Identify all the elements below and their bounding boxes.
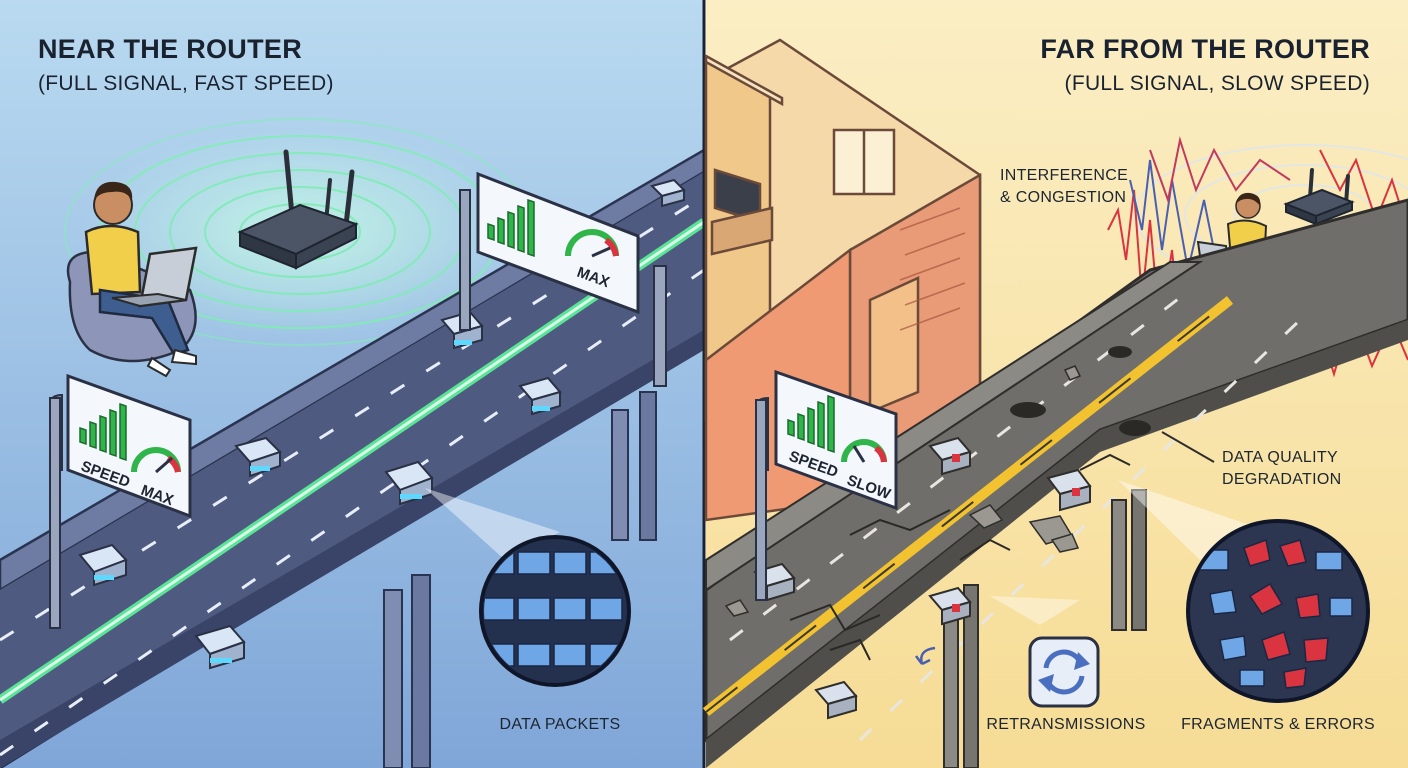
signal-speed-sign-small: SPEED MAX [49,373,192,629]
fragments-magnifier [1186,519,1370,703]
right-subtitle: (FULL SIGNAL, SLOW SPEED) [1065,72,1370,95]
packet-robot [928,436,972,476]
right-highway [702,198,1408,768]
potholes [1010,346,1151,436]
signal-bars-icon [487,198,535,258]
signal-speed-sign-right: SPEED SLOW [755,369,898,601]
person-shirt [84,224,142,296]
laptop-icon [111,246,198,308]
signal-speed-sign-large: MAX [459,171,667,387]
brick-texture [899,207,966,331]
degradation-pointer [1161,431,1215,463]
degradation-label-line1: DATA QUALITY [1222,449,1338,466]
router-icon [1283,168,1355,226]
packet-robot [814,680,858,720]
left-title: NEAR THE ROUTER [38,34,302,64]
road-cracks [789,453,1131,661]
packet-robot [384,460,434,506]
gauge-icon [841,439,887,463]
interference-label-line2: & CONGESTION [1000,189,1126,206]
packet-robot [1046,468,1092,512]
retransmit-icon [1028,636,1100,708]
retry-arrow-icon [915,646,936,666]
user-with-laptop [66,181,198,378]
packet-robot [234,436,282,478]
packet-robot [78,543,128,587]
retrans-beam [990,596,1080,625]
left-panel: SPEED MAX [0,0,707,768]
packet-robot [928,586,972,626]
data-packets-label: DATA PACKETS [500,716,621,733]
left-subtitle: (FULL SIGNAL, FAST SPEED) [38,72,334,95]
signal-bars-icon [787,394,835,454]
right-title: FAR FROM THE ROUTER [1040,34,1370,64]
interference-label-line1: INTERFERENCE [1000,167,1128,184]
gauge-icon [565,229,619,258]
fragments-beam [1118,480,1250,560]
fragments-label: FRAGMENTS & ERRORS [1181,716,1375,733]
packet-robot [650,178,686,208]
data-packet-robots-left [78,178,686,670]
packet-robot [518,376,562,416]
gauge-icon [131,447,181,474]
debris-rocks [724,365,1082,617]
signal-bars-icon [79,402,127,462]
retransmissions-label: RETRANSMISSIONS [986,716,1145,733]
packet-robot [194,624,246,670]
right-panel: SPEED SLOW RETRANSMISSIONS [702,0,1408,768]
degradation-label-line2: DEGRADATION [1222,471,1341,488]
data-packets-magnifier [479,535,631,687]
router-icon [237,149,359,270]
